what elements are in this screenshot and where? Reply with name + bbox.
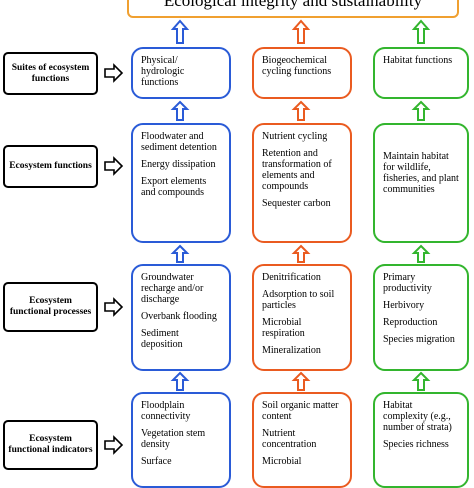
- right-arrow-icon: [104, 297, 124, 317]
- blue-indicators-box: Floodplain connectivity Vegetation stem …: [131, 392, 231, 488]
- orange-processes-box: Denitrification Adsorption to soil parti…: [252, 264, 352, 371]
- up-arrow-icon: [411, 244, 431, 263]
- up-arrow-icon: [411, 19, 431, 44]
- up-arrow-icon: [291, 244, 311, 263]
- row-label-processes: Ecosystem functional processes: [3, 282, 98, 332]
- up-arrow-icon: [170, 100, 190, 121]
- up-arrow-icon: [291, 371, 311, 391]
- right-arrow-icon: [104, 435, 124, 455]
- green-suite-box: Habitat functions: [373, 47, 469, 99]
- orange-suite-box: Biogeochemical cycling functions: [252, 47, 352, 99]
- up-arrow-icon: [291, 19, 311, 44]
- blue-functions-box: Floodwater and sediment detention Energy…: [131, 123, 231, 243]
- row-label-suites: Suites of ecosystem functions: [3, 52, 98, 95]
- row-label-indicators: Ecosystem functional indicators: [3, 420, 98, 470]
- blue-suite-box: Physical/ hydrologic functions: [131, 47, 231, 99]
- diagram-title: Ecological integrity and sustainability: [163, 0, 423, 10]
- green-processes-box: Primary productivity Herbivory Reproduct…: [373, 264, 469, 371]
- up-arrow-icon: [170, 244, 190, 263]
- blue-processes-box: Groundwater recharge and/or discharge Ov…: [131, 264, 231, 371]
- green-functions-box: Maintain habitat for wildlife, fisheries…: [373, 123, 469, 243]
- green-indicators-box: Habitat complexity (e.g., number of stra…: [373, 392, 469, 488]
- up-arrow-icon: [411, 371, 431, 391]
- orange-functions-box: Nutrient cycling Retention and transform…: [252, 123, 352, 243]
- title-box: Ecological integrity and sustainability: [127, 0, 459, 18]
- up-arrow-icon: [291, 100, 311, 121]
- up-arrow-icon: [170, 19, 190, 44]
- up-arrow-icon: [170, 371, 190, 391]
- row-label-functions: Ecosystem functions: [3, 145, 98, 188]
- right-arrow-icon: [104, 63, 124, 83]
- right-arrow-icon: [104, 156, 124, 176]
- up-arrow-icon: [411, 100, 431, 121]
